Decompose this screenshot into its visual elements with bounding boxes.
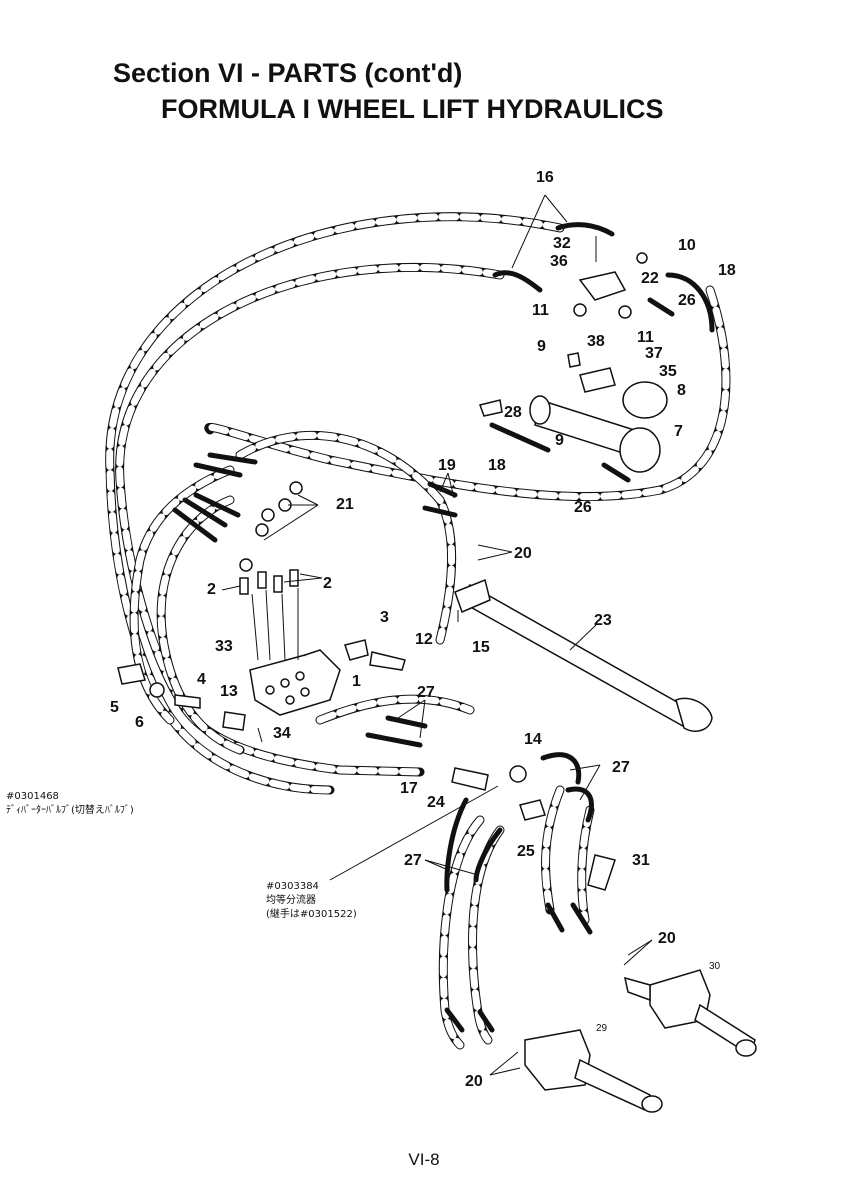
callout-23: 23 [594,612,612,629]
callout-25: 25 [517,843,535,860]
callout-27-left: 27 [404,852,422,869]
callout-20-top: 20 [514,545,532,562]
misc-fittings [117,639,616,891]
divider-code: #0303384 [266,881,319,892]
valve-block-22 [573,236,648,319]
callout-30: 30 [709,961,721,972]
diverter-code: #0301468 [6,791,59,802]
fittings-2 [239,569,299,661]
cylinder-30 [624,969,757,1057]
section-title: Section VI - PARTS (cont'd) [113,58,463,88]
elbow-fittings-21 [239,481,303,572]
callout-31: 31 [632,852,650,869]
callout-38: 38 [587,333,605,350]
callout-9-bottom: 9 [555,432,564,449]
callout-2-left: 2 [207,581,216,598]
callout-24: 24 [427,794,445,811]
page-title: FORMULA I WHEEL LIFT HYDRAULICS [161,94,664,124]
callout-22: 22 [641,270,659,287]
callout-15: 15 [472,639,490,656]
divider-fitting: (継手は#0301522) [266,909,357,920]
callout-18-bottom: 18 [488,457,506,474]
callout-11-left: 11 [532,302,549,319]
callout-34: 34 [273,725,291,742]
cylinder-29 [524,1029,663,1113]
callout-35: 35 [659,363,677,380]
callout-32: 32 [553,235,571,252]
callout-12: 12 [415,631,433,648]
callout-4: 4 [197,671,206,688]
callout-5: 5 [110,699,119,716]
lift-cylinder-23 [454,578,713,732]
callout-8: 8 [677,382,686,399]
callout-27-upper: 27 [417,684,435,701]
diverter-description: ﾃﾞｨﾊﾞｰﾀｰﾊﾞﾙﾌﾞ(切替えﾊﾞﾙﾌﾞ) [6,805,134,816]
callout-20-right: 20 [658,930,676,947]
callout-17: 17 [400,780,418,797]
callout-10: 10 [678,237,696,254]
control-valve-1 [249,649,341,716]
hose-loops [105,212,731,1050]
callout-9-top: 9 [537,338,546,355]
callout-11-right: 11 [637,329,654,346]
callout-36: 36 [550,253,568,270]
callout-29: 29 [596,1023,608,1034]
callout-37: 37 [645,345,663,362]
leader-lines [221,194,653,1076]
callout-2-right: 2 [323,575,332,592]
callout-7: 7 [674,423,683,440]
callout-27-right: 27 [612,759,630,776]
callout-16: 16 [536,169,554,186]
callout-26-bottom: 26 [574,499,592,516]
callout-13: 13 [220,683,238,700]
callout-21: 21 [336,496,354,513]
callout-1: 1 [352,673,361,690]
callout-labels: 16 32 36 10 18 22 26 11 11 9 38 37 35 8 … [110,169,736,1090]
callout-14: 14 [524,731,542,748]
callout-3: 3 [380,609,389,626]
callout-28: 28 [504,404,522,421]
callout-19: 19 [438,457,456,474]
flow-divider-note: #0303384 均等分流器 (継手は#0301522) [266,880,357,922]
page-number: VI-8 [408,1150,440,1169]
callout-20-bottom: 20 [465,1073,483,1090]
hose-segments [172,222,715,1033]
callout-26-top: 26 [678,292,696,309]
tilt-cylinder-28 [479,352,668,473]
callout-33: 33 [215,638,233,655]
divider-description: 均等分流器 [266,895,316,906]
diverter-valve-note: #0301468 ﾃﾞｨﾊﾞｰﾀｰﾊﾞﾙﾌﾞ(切替えﾊﾞﾙﾌﾞ) [6,790,134,818]
callout-6: 6 [135,714,144,731]
callout-18-top: 18 [718,262,736,279]
